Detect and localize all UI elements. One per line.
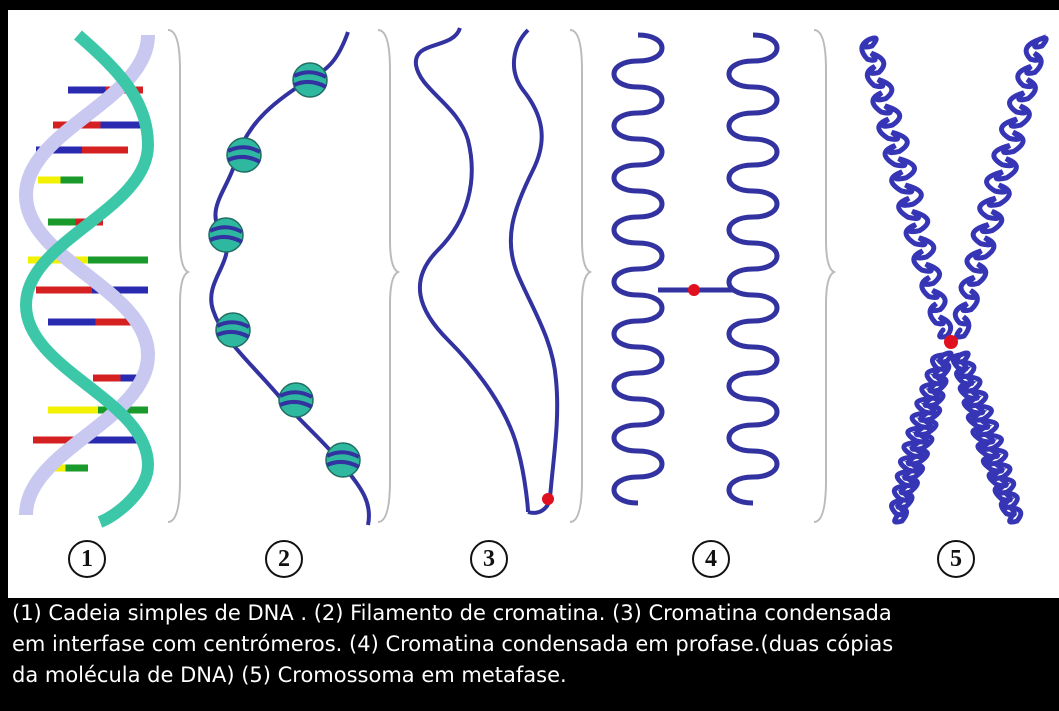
dna-wrap-4b [216, 330, 250, 339]
dna-wrap-6b [326, 460, 360, 469]
caption-line-2: em interfase com centrómeros. (4) Cromat… [12, 632, 894, 656]
prophase-chromatin [611, 32, 780, 506]
dna-backbone-teal [19, 30, 155, 528]
separator-2 [377, 29, 401, 523]
interphase-chromatin [413, 27, 560, 515]
stage-number-3: 3 [470, 540, 508, 578]
stage-number-1: 1 [68, 540, 106, 578]
nucleosome-2 [226, 137, 262, 173]
chromatin-filament [208, 31, 371, 526]
chromatid-lower-left [889, 350, 954, 525]
interphase-strand-right [508, 28, 560, 515]
separator-4 [813, 29, 837, 523]
caption-line-1: (1) Cadeia simples de DNA . (2) Filament… [12, 601, 892, 625]
dna-wrap-1a [293, 70, 327, 79]
separator-3 [569, 29, 593, 523]
stage-number-4: 4 [692, 540, 730, 578]
prophase-strand-left [611, 32, 665, 506]
nucleosomes [208, 62, 361, 478]
caption-line-3: da molécula de DNA) (5) Cromossoma em me… [12, 663, 567, 687]
stage-number-2: 2 [265, 540, 303, 578]
diagram-panel: 1 2 3 4 5 [8, 10, 1059, 598]
chromatid-lower-right [950, 350, 1024, 525]
dna-wrap-1b [293, 80, 327, 89]
dna-wrap-6a [326, 450, 360, 459]
chromatid-lower-right-coil [950, 350, 1024, 525]
nucleosome-5 [278, 382, 314, 418]
centromere-prophase [688, 284, 700, 296]
chromatid-upper-left [859, 35, 954, 340]
dna-wrap-3a [209, 225, 243, 234]
centromere-interphase [542, 493, 554, 505]
chromatid-upper-right [952, 34, 1049, 340]
prophase-strand-right [726, 32, 780, 506]
dna-wrap-5b [279, 400, 313, 409]
nucleosome-4 [215, 312, 251, 348]
chromatid-lower-left-coil [889, 350, 954, 525]
dna-wrap-3b [209, 235, 243, 244]
dna-wrap-5a [279, 390, 313, 399]
dna-wrap-4a [216, 320, 250, 329]
centromere-metaphase [944, 335, 958, 349]
figure-caption: (1) Cadeia simples de DNA . (2) Filament… [12, 598, 1052, 708]
stage-number-5: 5 [937, 540, 975, 578]
interphase-strand-left [413, 27, 530, 513]
chromatid-upper-right-coil [952, 34, 1049, 340]
nucleosome-3 [208, 217, 244, 253]
chromatid-upper-left-coil [859, 35, 954, 340]
dna-wrap-2b [227, 155, 261, 164]
separator-1 [167, 29, 191, 523]
nucleosome-6 [325, 442, 361, 478]
nucleosome-1 [292, 62, 328, 98]
metaphase-chromosome [859, 34, 1049, 525]
stage-separators [167, 29, 837, 523]
dna-backbone-lavender [18, 34, 156, 516]
dna-helix [18, 30, 156, 528]
dna-wrap-2a [227, 145, 261, 154]
dna-base-pairs [28, 86, 148, 472]
chromatin-stages-diagram [18, 27, 1049, 528]
